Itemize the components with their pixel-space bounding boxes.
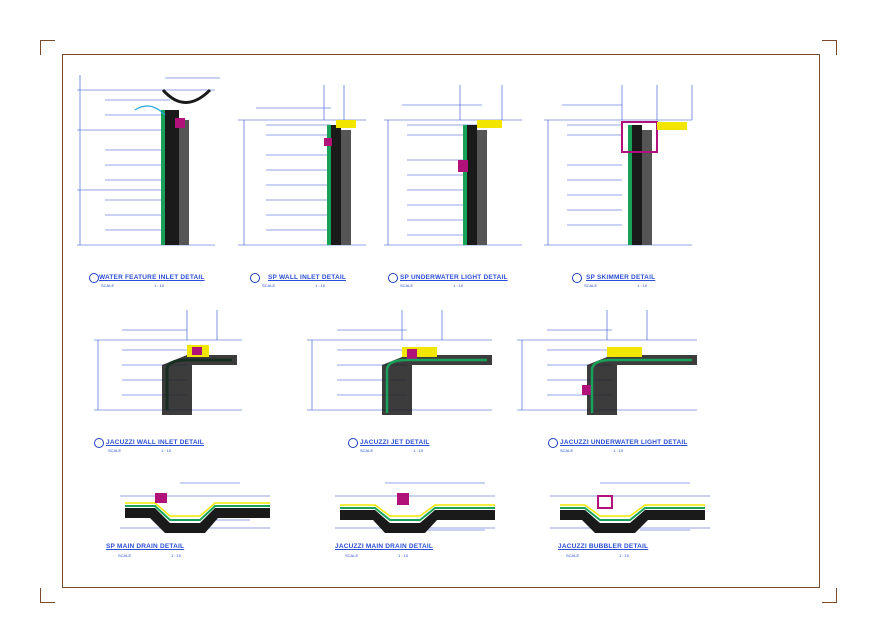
section-drawing xyxy=(94,310,242,415)
scale-value: 1 : 10 xyxy=(161,448,172,453)
detail-sp-underwater-light: SP UNDERWATER LIGHT DETAIL SCALE 1 : 10 xyxy=(382,70,532,290)
detail-marker xyxy=(388,273,398,283)
section-drawing xyxy=(550,482,710,533)
section-drawing xyxy=(544,85,693,246)
section-drawing xyxy=(384,85,522,246)
scale-label: SCALE xyxy=(118,553,132,558)
detail-marker xyxy=(572,273,582,283)
detail-marker xyxy=(250,273,260,283)
detail-jacuzzi-bubbler: JACUZZI BUBBLER DETAIL SCALE 1 : 10 xyxy=(540,478,720,568)
section-drawing xyxy=(335,482,495,533)
detail-jacuzzi-wall-inlet: JACUZZI WALL INLET DETAIL SCALE 1 : 10 xyxy=(92,305,252,460)
detail-marker xyxy=(94,438,104,448)
section-drawing xyxy=(77,75,220,246)
detail-title: JACUZZI JET DETAIL xyxy=(360,439,430,446)
detail-sp-wall-inlet: SP WALL INLET DETAIL SCALE 1 : 10 xyxy=(236,70,376,290)
scale-value: 1 : 10 xyxy=(619,553,630,558)
scale-value: 1 : 10 xyxy=(315,283,326,288)
crop-mark-bottom-left xyxy=(40,588,55,603)
detail-title: SP WALL INLET DETAIL xyxy=(268,274,347,281)
detail-marker xyxy=(348,438,358,448)
detail-title: SP SKIMMER DETAIL xyxy=(586,274,656,281)
scale-label: SCALE xyxy=(400,283,414,288)
scale-value: 1 : 10 xyxy=(398,553,409,558)
scale-label: SCALE xyxy=(262,283,276,288)
detail-jacuzzi-main-drain: JACUZZI MAIN DRAIN DETAIL SCALE 1 : 10 xyxy=(315,478,505,568)
scale-value: 1 : 10 xyxy=(613,448,624,453)
detail-sp-skimmer: SP SKIMMER DETAIL SCALE 1 : 10 xyxy=(542,70,702,290)
scale-label: SCALE xyxy=(101,283,115,288)
detail-jacuzzi-underwater-light: JACUZZI UNDERWATER LIGHT DETAIL SCALE 1 … xyxy=(512,305,707,460)
scale-value: 1 : 10 xyxy=(154,283,165,288)
detail-marker xyxy=(89,273,99,283)
scale-value: 1 : 10 xyxy=(637,283,648,288)
crop-mark-top-left xyxy=(40,40,55,55)
detail-sp-main-drain: SP MAIN DRAIN DETAIL SCALE 1 : 10 xyxy=(100,478,280,568)
scale-value: 1 : 10 xyxy=(171,553,182,558)
detail-water-feature-inlet: WATER FEATURE INLET DETAIL SCALE 1 : 10 xyxy=(75,70,225,290)
detail-title: JACUZZI MAIN DRAIN DETAIL xyxy=(335,543,434,550)
scale-label: SCALE xyxy=(345,553,359,558)
detail-title: WATER FEATURE INLET DETAIL xyxy=(99,274,205,281)
crop-mark-top-right xyxy=(822,40,837,55)
detail-title: SP MAIN DRAIN DETAIL xyxy=(106,543,185,550)
detail-title: JACUZZI UNDERWATER LIGHT DETAIL xyxy=(560,439,688,446)
scale-value: 1 : 10 xyxy=(453,283,464,288)
section-drawing xyxy=(307,310,492,415)
detail-jacuzzi-jet: JACUZZI JET DETAIL SCALE 1 : 10 xyxy=(302,305,502,460)
scale-value: 1 : 10 xyxy=(413,448,424,453)
crop-mark-bottom-right xyxy=(822,588,837,603)
scale-label: SCALE xyxy=(566,553,580,558)
detail-title: SP UNDERWATER LIGHT DETAIL xyxy=(400,274,508,281)
scale-label: SCALE xyxy=(560,448,574,453)
section-drawing xyxy=(517,310,697,415)
scale-label: SCALE xyxy=(108,448,122,453)
detail-title: JACUZZI WALL INLET DETAIL xyxy=(106,439,204,446)
detail-title: JACUZZI BUBBLER DETAIL xyxy=(558,543,649,550)
detail-marker xyxy=(548,438,558,448)
scale-label: SCALE xyxy=(584,283,598,288)
section-drawing xyxy=(238,85,366,246)
scale-label: SCALE xyxy=(360,448,374,453)
section-drawing xyxy=(120,482,270,533)
